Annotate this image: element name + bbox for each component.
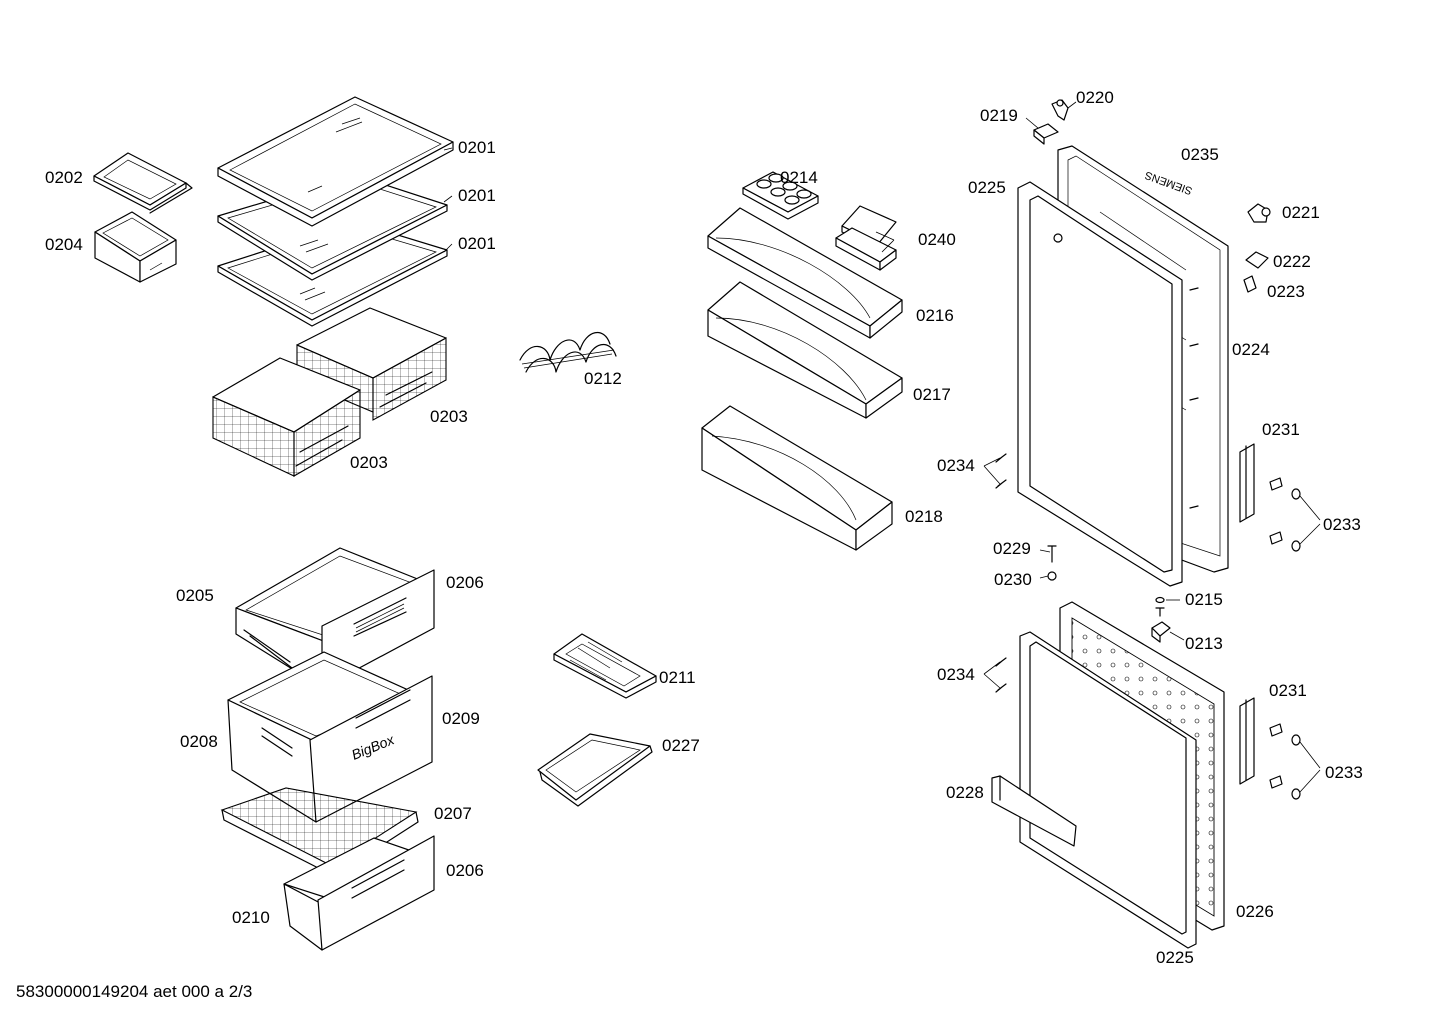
handle-0231-upper (1239, 443, 1255, 523)
callout-0218: 0218 (905, 507, 943, 526)
leader-lines (443, 101, 1077, 579)
handle-0231-lower (1239, 697, 1255, 785)
callout-0203-rear: 0203 (430, 407, 468, 426)
screws-0234-upper (983, 453, 1007, 489)
tray-0227 (537, 733, 653, 807)
drawing-reference-footer: 58300000149204 aet 000 a 2/3 (16, 982, 253, 1001)
callout-0234-upper: 0234 (937, 456, 975, 475)
callout-0216: 0216 (916, 306, 954, 325)
callout-0213: 0213 (1185, 634, 1223, 653)
glass-shelf-0201-top (217, 96, 454, 227)
callout-0214: 0214 (780, 168, 818, 187)
bottle-rack-0212 (519, 332, 617, 373)
callout-0207: 0207 (434, 804, 472, 823)
hinge-0221 (1247, 203, 1271, 223)
hinge-block-0213 (1151, 621, 1185, 643)
callout-0215: 0215 (1185, 590, 1223, 609)
callout-0225-lower: 0225 (1156, 948, 1194, 967)
door-hinge-0220 (1051, 99, 1069, 121)
callout-0225-upper: 0225 (968, 178, 1006, 197)
callout-0206-lower: 0206 (446, 861, 484, 880)
callout-0231-upper: 0231 (1262, 420, 1300, 439)
brand-imprint: SIEMENS (1143, 169, 1194, 197)
callout-0209: 0209 (442, 709, 480, 728)
egg-tray-0214 (742, 171, 819, 220)
callout-0201-bottom: 0201 (458, 234, 496, 253)
door-bin-0218 (701, 405, 893, 551)
callout-0217: 0217 (913, 385, 951, 404)
callout-0227: 0227 (662, 736, 700, 755)
callout-0234-lower: 0234 (937, 665, 975, 684)
callout-0224: 0224 (1232, 340, 1270, 359)
washer-0215 (1155, 596, 1180, 617)
callout-0226: 0226 (1236, 902, 1274, 921)
callout-0204: 0204 (45, 235, 83, 254)
callout-0205: 0205 (176, 586, 214, 605)
callout-0208: 0208 (180, 732, 218, 751)
callout-0220: 0220 (1076, 88, 1114, 107)
cover-0223 (1243, 275, 1257, 293)
drawer-0210 (283, 835, 435, 951)
callout-0235: 0235 (1181, 145, 1219, 164)
screws-0234-lower (983, 657, 1007, 693)
box-0204 (94, 211, 177, 283)
screw-0229 (1047, 545, 1057, 563)
callout-0222: 0222 (1273, 252, 1311, 271)
hinge-cover-0219 (1033, 123, 1059, 145)
upper-door-gasket-0225 (1017, 181, 1183, 587)
callout-0201-top: 0201 (458, 138, 496, 157)
small-shelf-0202 (93, 152, 193, 214)
callout-0202: 0202 (45, 168, 83, 187)
wire-basket-0203-front (212, 357, 361, 477)
callout-0228: 0228 (946, 783, 984, 802)
callout-0233-upper: 0233 (1323, 515, 1361, 534)
callout-0230: 0230 (994, 570, 1032, 589)
callout-0240: 0240 (918, 230, 956, 249)
callout-0231-lower: 0231 (1269, 681, 1307, 700)
callout-0210: 0210 (232, 908, 270, 927)
flap-0228 (991, 775, 1077, 847)
ice-tray-0211 (553, 633, 657, 699)
callout-0203-front: 0203 (350, 453, 388, 472)
callout-0219: 0219 (980, 106, 1018, 125)
screws-caps-0233-upper (1269, 477, 1321, 552)
callout-0233-lower: 0233 (1325, 763, 1363, 782)
door-bin-0216 (707, 207, 903, 339)
callout-0223: 0223 (1267, 282, 1305, 301)
callout-0221: 0221 (1282, 203, 1320, 222)
callout-0211: 0211 (659, 668, 696, 687)
butter-dish-0240 (835, 205, 897, 271)
door-bin-0217 (707, 281, 903, 419)
lower-door-gasket-0225 (1019, 631, 1197, 949)
callout-0229: 0229 (993, 539, 1031, 558)
screws-caps-0233-lower (1269, 723, 1321, 800)
callout-0212: 0212 (584, 369, 622, 388)
hinge-part-0222 (1245, 251, 1269, 269)
callout-0201-middle: 0201 (458, 186, 496, 205)
callout-0206-upper: 0206 (446, 573, 484, 592)
washer-0230 (1047, 571, 1057, 581)
